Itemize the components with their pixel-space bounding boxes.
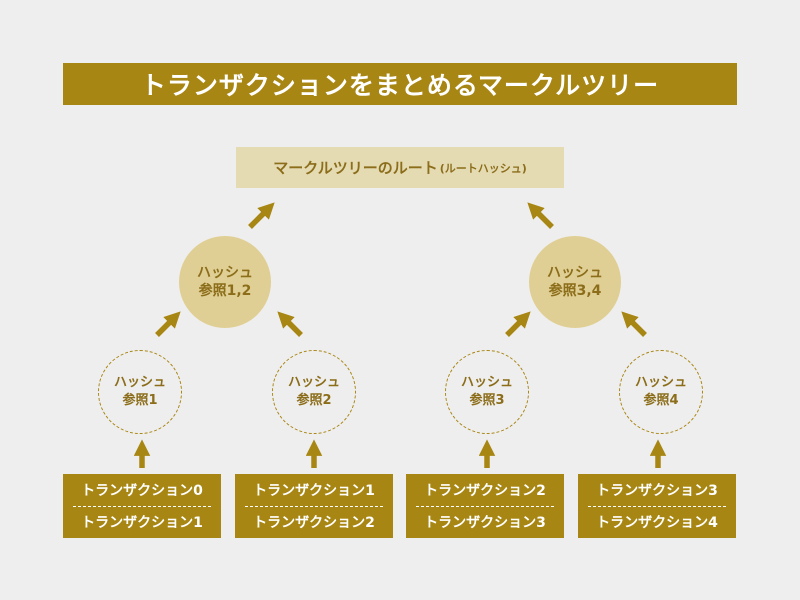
dashed-divider <box>73 506 211 507</box>
arrow-up-right-icon <box>505 311 531 337</box>
arrow-up-right-icon <box>155 311 181 337</box>
hash-node-ref: 参照1 <box>122 393 158 408</box>
root-label: マークルツリーのルート <box>273 159 438 177</box>
hash-node-3-4: ハッシュ 参照3,4 <box>529 236 621 328</box>
hash-node-label: ハッシュ <box>634 375 687 390</box>
hash-node-2: ハッシュ 参照2 <box>272 350 356 434</box>
hash-node-label: ハッシュ <box>287 375 340 390</box>
hash-node-ref: 参照3 <box>469 393 505 408</box>
arrow-up-left-icon <box>527 202 554 229</box>
transaction-label: トランザクション2 <box>253 515 375 531</box>
transaction-label: トランザクション3 <box>596 483 718 499</box>
arrow-up-left-icon <box>621 311 647 337</box>
transaction-label: トランザクション3 <box>424 515 546 531</box>
diagram-title: トランザクションをまとめるマークルツリー <box>63 63 737 105</box>
merkle-root-box: マークルツリーのルート (ルートハッシュ) <box>236 147 564 188</box>
transaction-label: トランザクション2 <box>424 483 546 499</box>
transaction-box-4: トランザクション3 トランザクション4 <box>578 474 736 538</box>
hash-node-label: ハッシュ <box>113 375 166 390</box>
hash-node-ref: 参照1,2 <box>198 283 252 299</box>
hash-node-4: ハッシュ 参照4 <box>619 350 703 434</box>
hash-node-1-2: ハッシュ 参照1,2 <box>179 236 271 328</box>
transaction-label: トランザクション1 <box>81 515 203 531</box>
transaction-label: トランザクション0 <box>81 483 203 499</box>
transaction-label: トランザクション4 <box>596 515 718 531</box>
hash-node-ref: 参照2 <box>296 393 332 408</box>
dashed-divider <box>416 506 554 507</box>
hash-node-ref: 参照4 <box>643 393 679 408</box>
transaction-box-3: トランザクション2 トランザクション3 <box>406 474 564 538</box>
dashed-divider <box>588 506 726 507</box>
hash-node-label: ハッシュ <box>460 375 513 390</box>
dashed-divider <box>245 506 383 507</box>
arrow-up-right-icon <box>248 202 275 229</box>
hash-node-1: ハッシュ 参照1 <box>98 350 182 434</box>
transaction-box-1: トランザクション0 トランザクション1 <box>63 474 221 538</box>
transaction-box-2: トランザクション1 トランザクション2 <box>235 474 393 538</box>
hash-node-label: ハッシュ <box>197 265 253 281</box>
arrow-up-left-icon <box>277 311 303 337</box>
hash-node-label: ハッシュ <box>547 265 603 281</box>
root-sublabel: (ルートハッシュ) <box>439 161 527 175</box>
hash-node-ref: 参照3,4 <box>548 283 602 299</box>
hash-node-3: ハッシュ 参照3 <box>445 350 529 434</box>
transaction-label: トランザクション1 <box>253 483 375 499</box>
